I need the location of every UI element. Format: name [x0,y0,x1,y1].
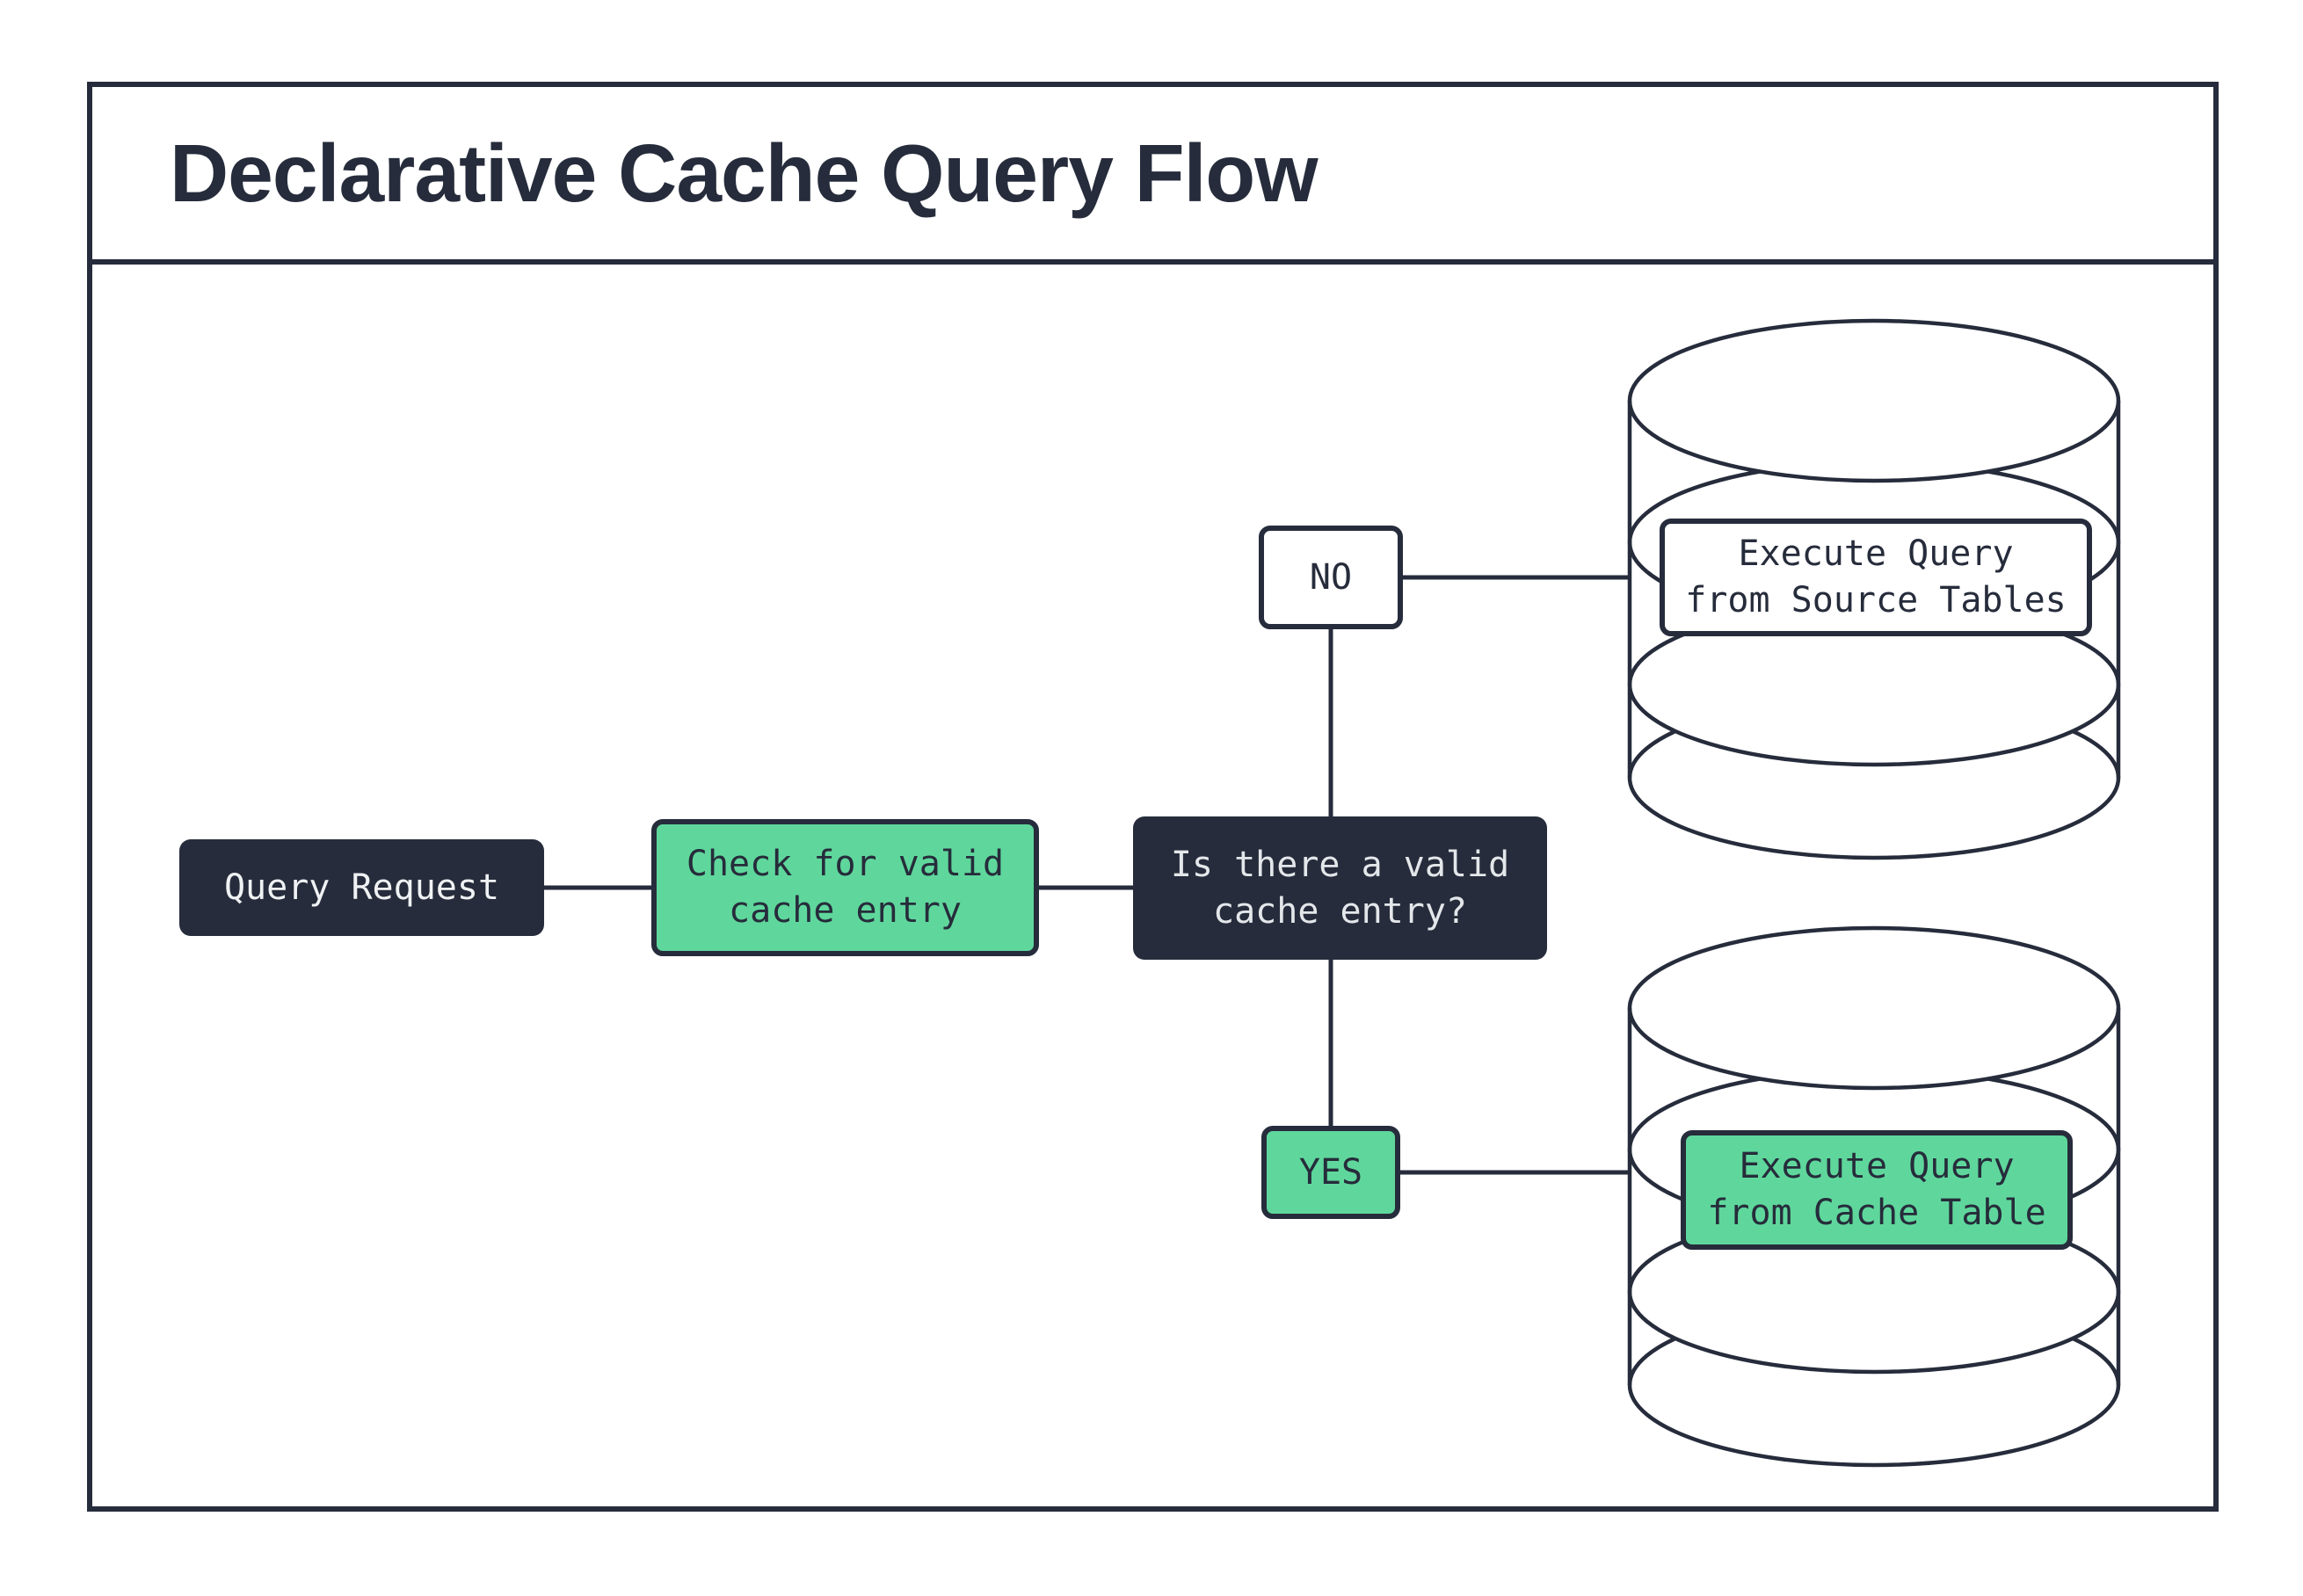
diagram-header: Declarative Cache Query Flow [92,87,2213,265]
edge-label-no: NO [1259,526,1403,629]
page-title: Declarative Cache Query Flow [170,127,1319,219]
node-query-request: Query Request [179,839,544,936]
edge-label-no-text: NO [1309,556,1353,598]
node-execute-cache-line1: Execute Query [1739,1146,2015,1186]
node-execute-cache-line2: from Cache Table [1707,1193,2046,1233]
edge-label-yes-text: YES [1298,1151,1363,1193]
diagram-frame: Declarative Cache Query Flow [87,82,2219,1512]
node-execute-source-line2: from Source Tables [1685,580,2067,620]
node-decision: Is there a valid cache entry? [1133,816,1547,960]
node-check-cache: Check for valid cache entry [651,819,1039,956]
node-decision-line2: cache entry? [1213,890,1467,932]
node-decision-line1: Is there a valid [1170,844,1510,885]
node-query-request-label: Query Request [223,867,500,908]
node-check-cache-line2: cache entry [729,890,962,931]
edge-label-yes: YES [1261,1126,1400,1219]
node-execute-source-line1: Execute Query [1738,533,2014,574]
node-execute-cache: Execute Query from Cache Table [1681,1130,2073,1250]
database-icon-cache [1627,925,2121,1468]
node-check-cache-line1: Check for valid [686,844,1005,884]
node-execute-source: Execute Query from Source Tables [1660,519,2092,636]
